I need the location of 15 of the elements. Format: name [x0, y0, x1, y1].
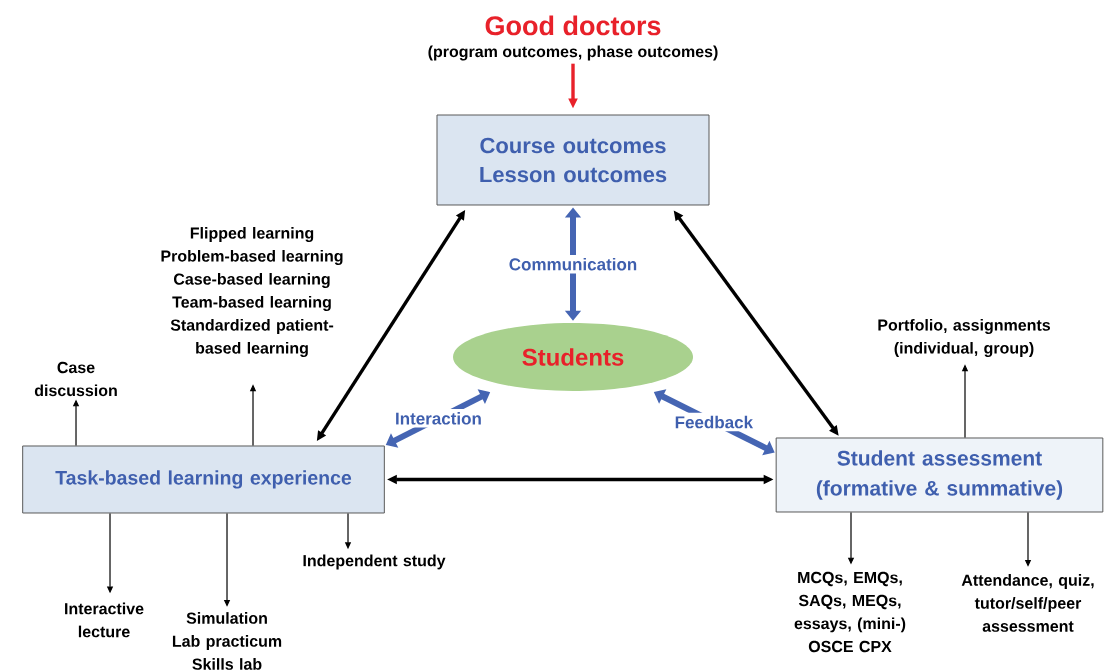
outcome-box: Course outcomes Lesson outcomes — [436, 114, 710, 206]
method-text: Independent study — [303, 554, 446, 570]
edge-label: Feedback — [671, 412, 757, 432]
assessment-text: Attendance, quiz, tutor/self/peer assessment — [961, 574, 1094, 632]
method-text: Interactive lecture — [65, 602, 144, 638]
method-text: Case discussion — [34, 361, 117, 397]
method-list: Flipped learning Problem-based learning Case-based learning Team-based learning Standardized patient-based learning — [161, 227, 343, 357]
edge-label: Communication — [505, 254, 641, 274]
assessment-text: MCQs, EMQs, SAQs, MEQs, essays, (mini-) OSCE CPX — [794, 571, 906, 653]
assessment-box: Student assessment (formative & summative) — [775, 437, 1104, 513]
learning-box: Task-based learning experience — [22, 445, 385, 514]
assessment-text: Portfolio, assignments (individual, group) — [878, 319, 1050, 357]
method-list: Simulation Lab practicum Skills lab — [172, 612, 282, 670]
edge-label: Interaction — [391, 409, 485, 428]
heading-text: Good doctors (program outcomes, phase outcomes) — [428, 15, 718, 61]
